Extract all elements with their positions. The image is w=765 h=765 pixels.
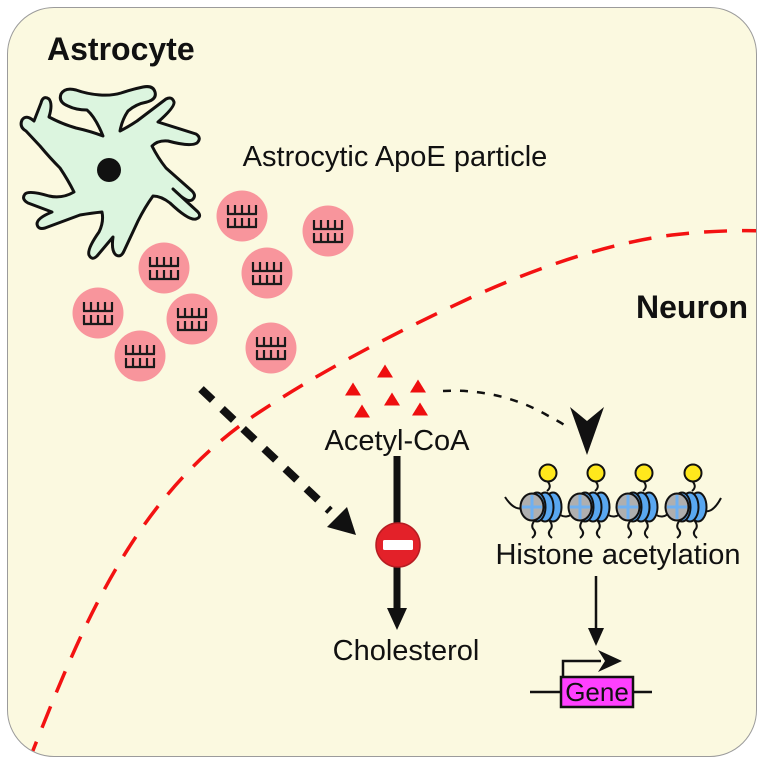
apoe-particle <box>300 203 355 258</box>
acetylation-arrowhead <box>569 406 604 455</box>
nucleosome <box>663 462 708 539</box>
acetyl-coa-label: Acetyl-CoA <box>324 425 470 457</box>
astrocyte-nucleus <box>96 157 121 182</box>
acetyl-coa-molecule <box>376 364 393 377</box>
astrocyte-region-label: Astrocyte <box>47 31 195 67</box>
gene-activation-arrow <box>587 575 604 646</box>
astrocyte-cell <box>19 84 201 260</box>
acetylation-dashed-arrow <box>442 388 604 455</box>
cholesterol-arrowhead <box>386 607 407 630</box>
apoe-particle <box>112 328 167 383</box>
apoe-particle <box>243 320 298 375</box>
apoe-particle <box>70 285 125 340</box>
acetyl-coa-molecule <box>383 392 400 405</box>
apoe-particle <box>214 188 269 243</box>
gene-box <box>559 675 634 708</box>
apoe-particle <box>239 245 294 300</box>
apoe-particle-label: Astrocytic ApoE particle <box>242 141 548 173</box>
acetyl-coa-molecule <box>411 402 428 415</box>
histone-acetylation-label: Histone acetylation <box>495 539 741 571</box>
nucleosome <box>566 462 611 539</box>
uptake-arrowhead <box>326 506 356 535</box>
apoe-particle <box>164 291 219 346</box>
uptake-dashed-arrow <box>197 385 356 535</box>
figure-background <box>7 7 757 757</box>
no-entry-sign-icon <box>374 521 421 568</box>
dna-linker <box>503 495 722 517</box>
acetyl-coa-molecule <box>353 404 370 417</box>
neuron-membrane-dashed-curve <box>28 228 756 756</box>
nucleosome-array <box>518 462 708 539</box>
gene-label: Gene <box>565 677 629 707</box>
cholesterol-label: Cholesterol <box>332 635 480 667</box>
diagram-art <box>19 84 756 756</box>
cholesterol-pathway-arrow <box>374 455 421 630</box>
acetyl-coa-molecule <box>344 382 361 395</box>
transcription-start-arrow <box>561 659 601 677</box>
gene-activation-arrowhead <box>587 627 604 646</box>
apoe-particle <box>136 240 191 295</box>
transcription-arrowhead <box>597 649 622 672</box>
acetyl-coa-cluster <box>344 364 428 417</box>
gene-group <box>529 649 652 708</box>
nucleosome <box>518 462 563 539</box>
acetyl-coa-molecule <box>409 379 426 392</box>
neuron-region-label: Neuron <box>636 289 748 325</box>
nucleosome <box>614 462 659 539</box>
